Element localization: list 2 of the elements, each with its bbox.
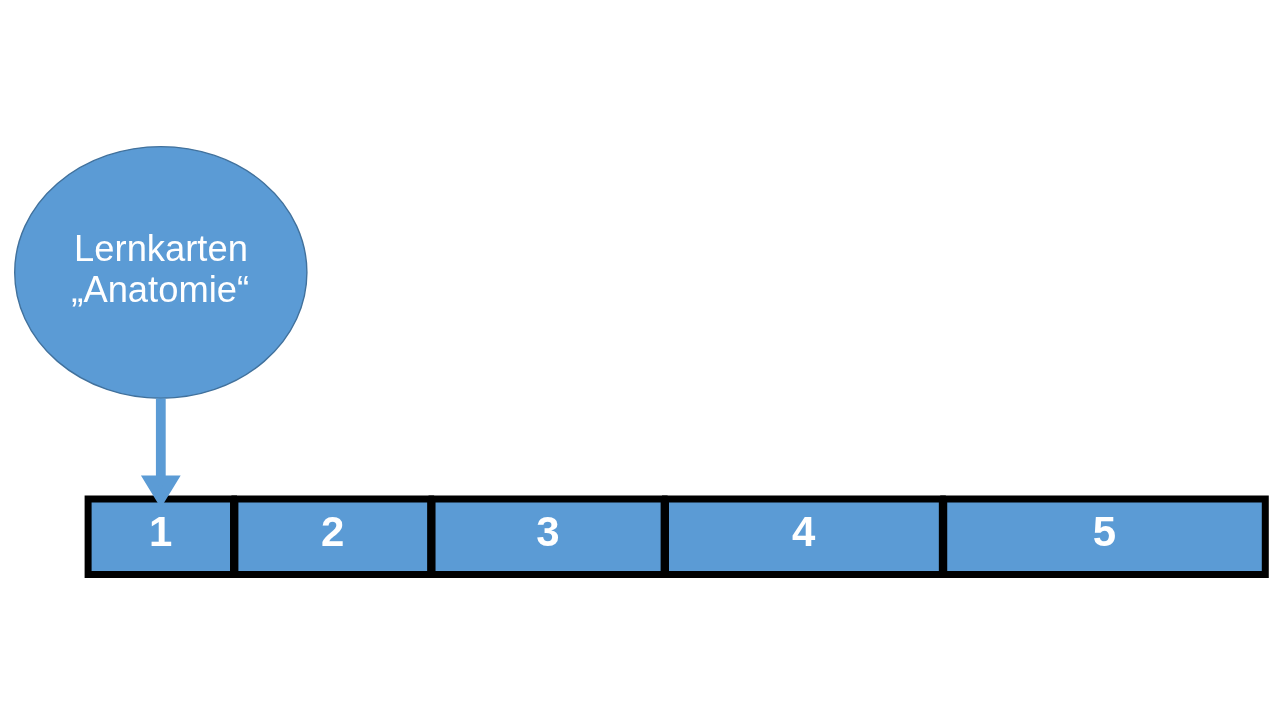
node-ellipse: Lernkarten „Anatomie“ — [14, 145, 308, 399]
node-box: 5 — [940, 494, 1269, 578]
